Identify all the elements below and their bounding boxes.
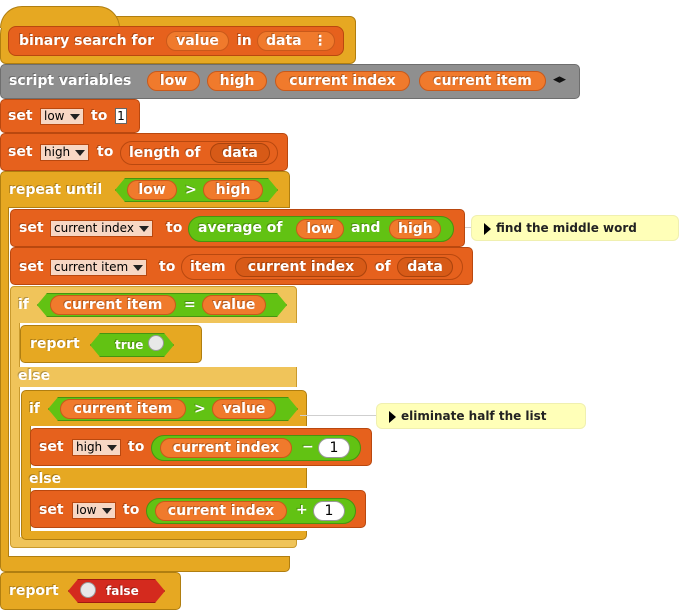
else-label: else bbox=[18, 368, 51, 384]
if-label: if bbox=[29, 401, 40, 417]
var-dropdown-high[interactable]: high bbox=[72, 439, 122, 456]
report-label: report bbox=[9, 583, 59, 599]
expand-arrows-icon[interactable]: ◂▸ bbox=[553, 72, 567, 87]
var-low[interactable]: low bbox=[296, 219, 344, 239]
to-label: to bbox=[97, 144, 114, 160]
if-label: if bbox=[18, 297, 29, 313]
var-current-item[interactable]: current item bbox=[50, 295, 176, 315]
script-variables-label: script variables bbox=[9, 73, 132, 89]
hat-prefix-label: binary search for bbox=[19, 33, 155, 49]
var-high[interactable]: high bbox=[207, 71, 267, 91]
report-label: report bbox=[30, 336, 80, 352]
set-label: set bbox=[39, 502, 64, 518]
param-data-menu-icon: ⋮ bbox=[313, 33, 327, 49]
param-data[interactable]: data ⋮ bbox=[257, 31, 335, 51]
var-dropdown-high[interactable]: high bbox=[40, 144, 90, 161]
number-input[interactable]: 1 bbox=[318, 438, 350, 458]
number-input[interactable]: 1 bbox=[313, 501, 345, 521]
to-label: to bbox=[123, 502, 140, 518]
set-label: set bbox=[8, 144, 33, 160]
set-label: set bbox=[19, 259, 44, 275]
to-label: to bbox=[159, 259, 176, 275]
toggle-knob bbox=[80, 582, 96, 598]
value-input[interactable]: 1 bbox=[115, 108, 127, 124]
var-current-item[interactable]: current item bbox=[419, 71, 546, 91]
chevron-down-icon bbox=[107, 445, 118, 451]
var-low[interactable]: low bbox=[147, 71, 200, 91]
to-label: to bbox=[91, 108, 108, 124]
collapse-triangle-icon[interactable] bbox=[389, 411, 396, 423]
set-label: set bbox=[8, 108, 33, 124]
toggle-knob bbox=[148, 335, 164, 351]
chevron-down-icon bbox=[138, 226, 149, 232]
var-data[interactable]: data bbox=[210, 143, 270, 163]
and-label: and bbox=[351, 220, 381, 236]
comment-connector bbox=[465, 227, 471, 228]
var-current-index[interactable]: current index bbox=[235, 257, 367, 277]
collapse-triangle-icon[interactable] bbox=[484, 223, 491, 235]
var-value[interactable]: value bbox=[202, 295, 266, 315]
true-label: true bbox=[115, 338, 144, 352]
var-dropdown-current-item[interactable]: current item bbox=[50, 259, 148, 276]
to-label: to bbox=[166, 220, 183, 236]
gt-operator: > bbox=[185, 182, 197, 198]
var-current-item[interactable]: current item bbox=[60, 399, 186, 419]
else-label: else bbox=[29, 471, 62, 487]
param-value[interactable]: value bbox=[166, 31, 229, 51]
var-low[interactable]: low bbox=[127, 180, 177, 200]
repeat-until-label: repeat until bbox=[9, 182, 103, 198]
item-label: item bbox=[190, 259, 226, 275]
chevron-down-icon bbox=[69, 114, 80, 120]
var-current-index[interactable]: current index bbox=[160, 438, 292, 458]
true-toggle[interactable] bbox=[146, 334, 168, 354]
of-label: of bbox=[375, 259, 391, 275]
comment-connector bbox=[300, 415, 376, 416]
var-high[interactable]: high bbox=[203, 180, 263, 200]
var-current-index[interactable]: current index bbox=[155, 501, 287, 521]
var-value[interactable]: value bbox=[212, 399, 276, 419]
hat-in-label: in bbox=[237, 33, 252, 49]
var-dropdown-current-index[interactable]: current index bbox=[50, 220, 153, 237]
set-label: set bbox=[39, 439, 64, 455]
eq-operator: = bbox=[184, 297, 196, 313]
var-dropdown-low[interactable]: low bbox=[72, 502, 116, 519]
chevron-down-icon bbox=[133, 265, 144, 271]
var-high[interactable]: high bbox=[389, 219, 441, 239]
chevron-down-icon bbox=[75, 150, 86, 156]
chevron-down-icon bbox=[101, 508, 112, 514]
minus-operator: − bbox=[302, 439, 314, 455]
var-dropdown-low[interactable]: low bbox=[40, 108, 84, 125]
to-label: to bbox=[128, 439, 145, 455]
false-toggle[interactable] bbox=[80, 581, 102, 601]
var-data[interactable]: data bbox=[397, 257, 453, 277]
plus-operator: + bbox=[296, 502, 308, 518]
false-label: false bbox=[106, 584, 139, 598]
set-label: set bbox=[19, 220, 44, 236]
average-of-label: average of bbox=[198, 220, 283, 236]
comment-find-middle[interactable]: find the middle word bbox=[471, 215, 679, 241]
hat-cap bbox=[0, 6, 120, 28]
gt-operator: > bbox=[194, 401, 206, 417]
comment-eliminate-half[interactable]: eliminate half the list bbox=[376, 403, 586, 429]
var-current-index[interactable]: current index bbox=[275, 71, 410, 91]
